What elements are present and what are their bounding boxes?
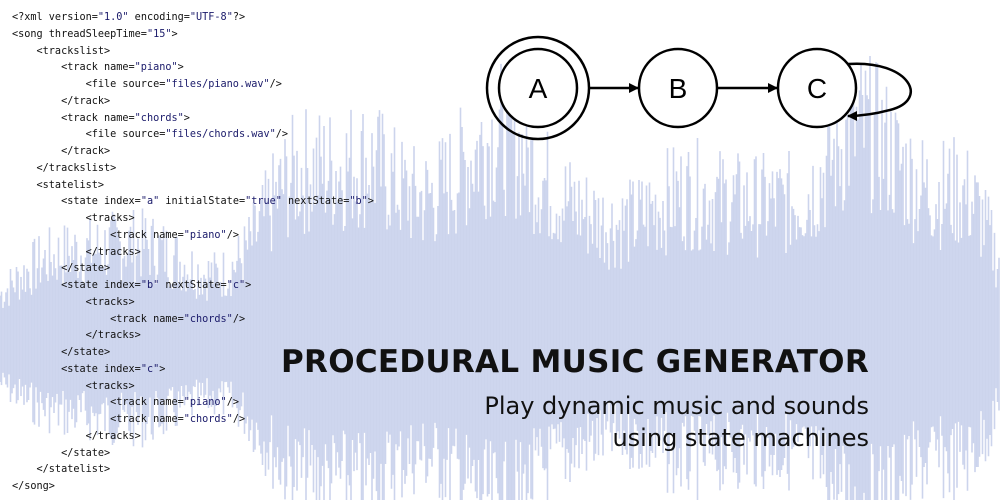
xml-code-listing: <?xml version="1.0" encoding="UTF-8"?> <… <box>12 10 374 496</box>
subtitle-line-2: using state machines <box>612 424 869 452</box>
code-line: <track name="piano"> <box>12 62 184 74</box>
code-line: <state index="b" nextState="c"> <box>12 280 252 291</box>
edge-c-self-loop <box>847 62 912 121</box>
code-line: </song> <box>12 481 55 492</box>
code-line: <tracks> <box>12 213 135 224</box>
code-line: </statelist> <box>12 464 111 476</box>
code-line: <track name="piano"/> <box>12 229 239 241</box>
code-line: </track> <box>12 146 111 157</box>
code-line: </state> <box>12 447 111 459</box>
code-line: <?xml version="1.0" encoding="UTF-8"?> <box>12 12 246 23</box>
state-node-c: C <box>776 47 858 129</box>
state-label-b: B <box>669 73 688 104</box>
code-line: <file source="files/piano.wav"/> <box>12 79 282 90</box>
code-line: </state> <box>12 263 111 275</box>
code-line: <tracks> <box>12 296 135 308</box>
state-label-a: A <box>529 73 548 104</box>
subtitle-line-1: Play dynamic music and sounds <box>484 392 869 420</box>
code-line: <file source="files/chords.wav"/> <box>12 129 289 141</box>
code-line: </state> <box>12 347 111 358</box>
page-title: PROCEDURAL MUSIC GENERATOR <box>281 344 869 380</box>
code-line: <statelist> <box>12 179 105 191</box>
code-line: <track name="chords"> <box>12 112 190 124</box>
code-line: </track> <box>12 95 111 107</box>
code-line: </tracks> <box>12 330 141 342</box>
code-line: </tracks> <box>12 246 141 258</box>
state-machine-diagram: A B C <box>485 35 912 141</box>
code-line: </trackslist> <box>12 162 117 174</box>
code-line: <state index="c"> <box>12 363 166 375</box>
waveform-bars <box>0 56 1000 500</box>
code-line: <song threadSleepTime="15"> <box>12 28 178 40</box>
code-line: <state index="a" initialState="true" nex… <box>12 196 374 208</box>
code-line: </tracks> <box>12 430 141 442</box>
state-node-b: B <box>637 47 719 129</box>
code-line: <trackslist> <box>12 45 111 57</box>
code-line: <track name="piano"/> <box>12 397 239 409</box>
state-node-a: A <box>485 35 591 141</box>
state-label-c: C <box>807 73 827 104</box>
code-line: <track name="chords"/> <box>12 313 246 325</box>
code-line: <tracks> <box>12 380 135 392</box>
code-line: <track name="chords"/> <box>12 414 246 425</box>
